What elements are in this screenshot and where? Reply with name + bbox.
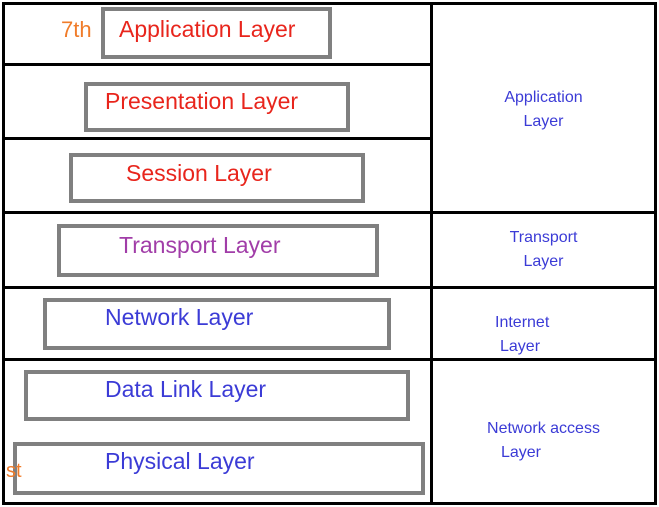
tcpip-layer-line2: Layer (523, 253, 564, 270)
column-divider (430, 2, 433, 505)
ordinal-label-top: 7th (61, 17, 92, 42)
osi-layer-label-data-link: Data Link Layer (105, 376, 267, 402)
osi-layer-label-application: Application Layer (119, 16, 296, 42)
osi-row-divider (2, 137, 432, 140)
tcpip-layer-label-network-access: Network access Layer (433, 417, 654, 465)
row-divider (2, 211, 657, 214)
tcpip-layer-label-application: Application Layer (433, 86, 654, 134)
tcpip-layer-line2: Layer (500, 444, 542, 461)
osi-layer-label-network: Network Layer (105, 304, 254, 330)
osi-layer-label-session: Session Layer (126, 160, 272, 186)
osi-layer-box-presentation (84, 82, 350, 132)
tcpip-layer-line1: Application (504, 89, 583, 106)
tcpip-layer-line1: Transport (509, 229, 578, 246)
tcpip-layer-line1: Internet (495, 314, 550, 331)
ordinal-label-bottom: st (6, 460, 22, 482)
osi-layer-box-session (69, 153, 365, 203)
tcpip-layer-line1: Network access (487, 420, 600, 437)
osi-layer-label-transport: Transport Layer (119, 232, 281, 258)
osi-layer-box-application (101, 7, 332, 59)
row-divider (2, 286, 657, 289)
tcpip-layer-label-transport: Transport Layer (433, 226, 654, 274)
osi-layer-label-presentation: Presentation Layer (105, 88, 299, 114)
osi-layer-box-transport (57, 224, 379, 277)
frame-top-border (2, 2, 657, 5)
osi-layer-box-physical (13, 442, 425, 495)
tcpip-layer-line2: Layer (500, 338, 541, 355)
frame-left-border (2, 2, 5, 505)
osi-row-divider (2, 63, 432, 66)
osi-layer-box-data-link (24, 370, 410, 421)
osi-layer-label-physical: Physical Layer (105, 448, 255, 474)
tcpip-layer-label-internet: Internet Layer (480, 311, 580, 359)
tcpip-layer-line2: Layer (523, 113, 564, 130)
osi-layer-box-network (43, 298, 391, 350)
frame-bottom-border (2, 502, 657, 505)
frame-right-border (654, 2, 657, 505)
row-divider (2, 358, 657, 361)
